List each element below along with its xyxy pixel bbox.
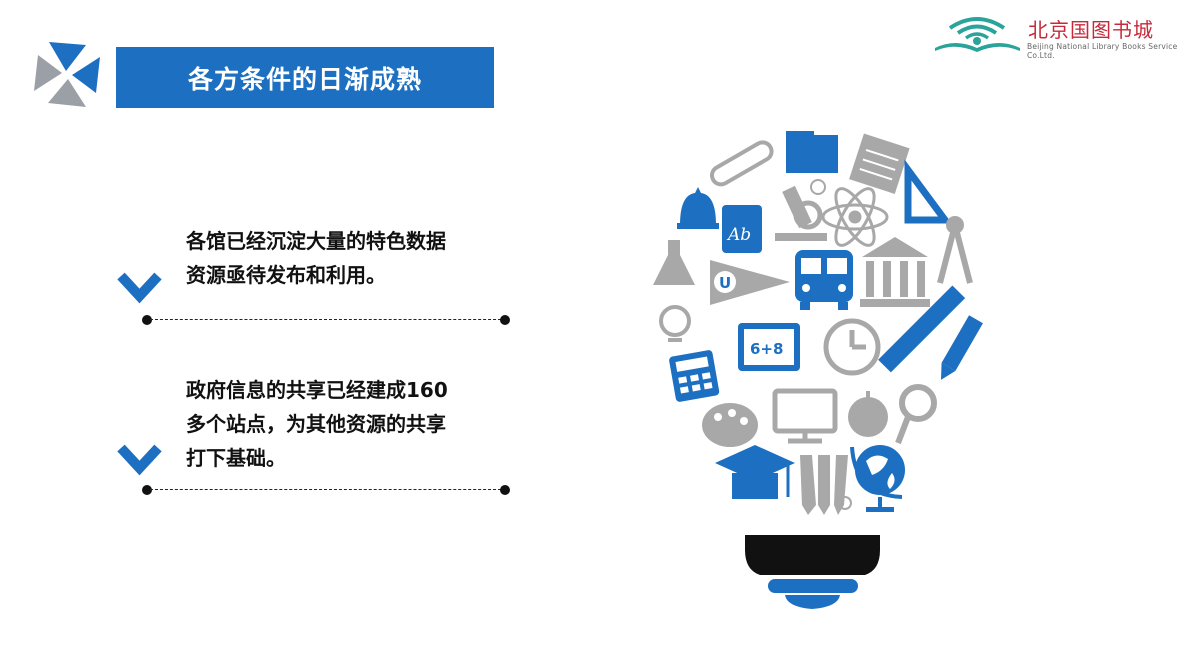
idea-bulb-icon [659,305,691,342]
triangle-ruler-icon [904,159,952,224]
ruler-icon [878,285,966,373]
corner-diamond-icon [30,37,104,111]
svg-text:Ab: Ab [726,225,751,245]
test-tube-icon [709,140,774,187]
svg-text:6+8: 6+8 [750,340,783,358]
svg-text:U: U [719,274,731,292]
book-wifi-logo-icon [935,17,1020,52]
pencil-icon [941,315,983,380]
compass-icon [937,216,973,284]
apple-icon [848,391,888,437]
logo-name-en: Beijing National Library Books Service C… [1027,42,1178,60]
graduation-cap-icon [715,445,795,499]
monitor-icon [772,388,838,444]
bus-icon [795,250,853,310]
clock-icon [823,318,881,376]
book-icon: Ab [722,205,762,253]
microscope-icon [775,185,827,241]
lightbulb-illustration: Ab U [653,131,983,609]
pennant-icon: U [710,260,790,305]
divider-dot-left [142,485,152,495]
logo-name-cn: 北京国图书城 [1028,18,1154,42]
palette-icon [702,403,758,447]
slide-title: 各方条件的日渐成熟 [116,47,494,108]
divider-dot-right [500,315,510,325]
small-bulb-icon [810,179,852,510]
chevron-down-icon [117,444,162,476]
divider-dot-right [500,485,510,495]
museum-icon [860,237,930,307]
flask-icon [653,240,695,285]
chalkboard-icon: 6+8 [738,323,800,371]
globe-icon [850,445,905,512]
divider-line [150,319,506,320]
calculator-icon [669,350,720,402]
magnifier-icon [895,384,937,445]
pencils-icon [800,455,848,515]
folder-book-icon [786,131,838,173]
bulb-base [745,535,880,609]
bell-icon [677,187,719,229]
chevron-down-icon [117,272,162,304]
bullet-text-2: 政府信息的共享已经建成160 多个站点，为其他资源的共享 打下基础。 [186,378,448,470]
divider-line [150,489,506,490]
company-logo: 北京国图书城 Beijing National Library Books Se… [930,8,1192,60]
notepad-icon [849,133,910,194]
bullet-text-1: 各馆已经沉淀大量的特色数据 资源亟待发布和利用。 [186,229,446,287]
atom-icon [821,187,889,247]
divider-dot-left [142,315,152,325]
